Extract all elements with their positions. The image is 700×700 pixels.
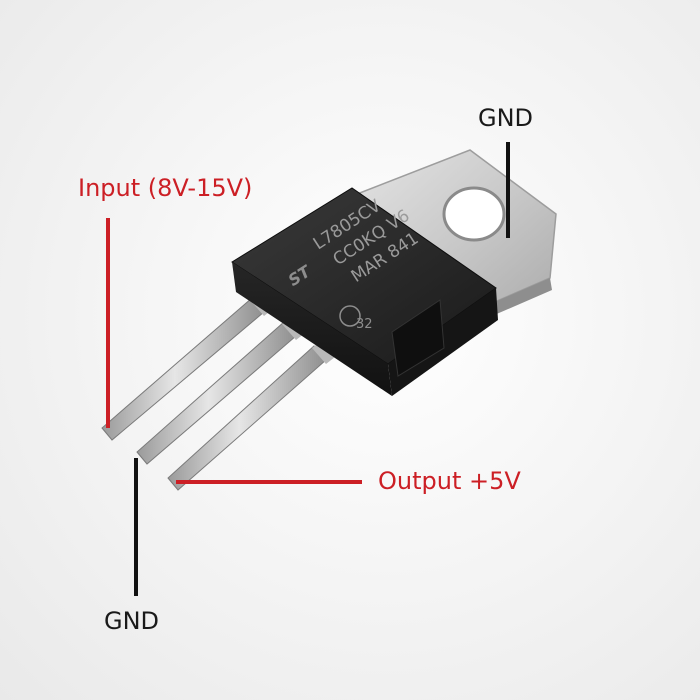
country-code: 32: [356, 317, 373, 332]
pins: [101, 286, 344, 491]
e3-country-mark: 32: [339, 305, 373, 332]
output-label: Output +5V: [378, 467, 521, 495]
mounting-hole: [442, 186, 506, 242]
gnd-top-label: GND: [478, 104, 534, 132]
input-label: Input (8V-15V): [78, 174, 253, 202]
gnd-bottom-label: GND: [104, 607, 160, 635]
chip-body: [231, 187, 498, 396]
